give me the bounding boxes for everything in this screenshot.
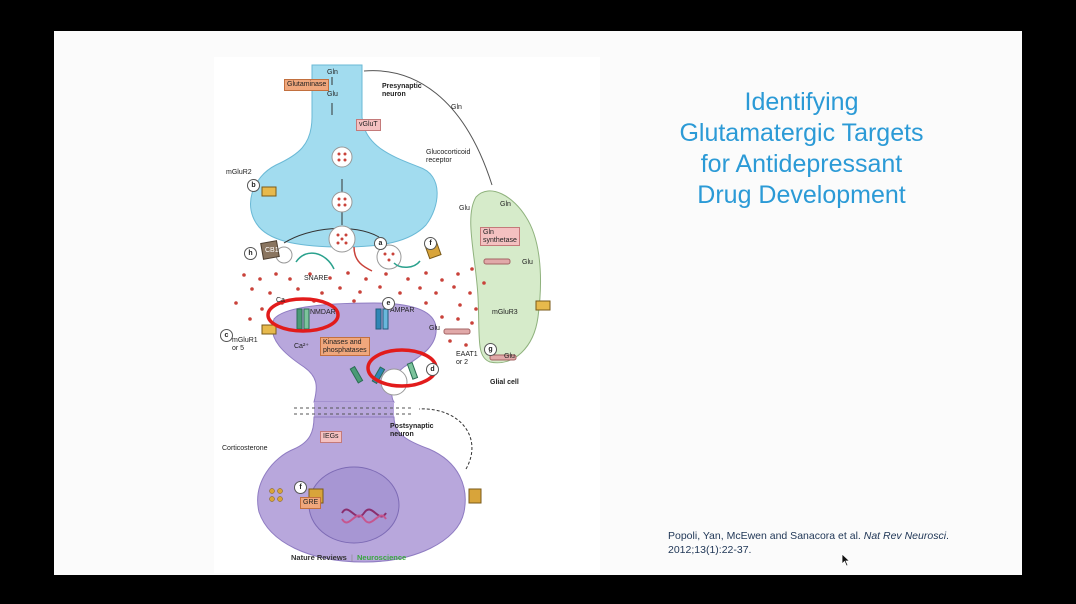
credit-publisher: Nature Reviews <box>291 553 347 562</box>
letter-h: h <box>244 247 257 260</box>
label-iegs: IEGs <box>320 431 342 443</box>
label-mglur3: mGluR3 <box>492 309 518 316</box>
label-kinases: Kinases and phosphatases <box>320 337 370 357</box>
citation-authors: Popoli, Yan, McEwen and Sanacora et al. <box>668 530 861 542</box>
label-postsynaptic-neuron: Postsynaptic neuron <box>390 423 434 438</box>
label-ca-top: Ca <box>276 297 285 304</box>
mouse-cursor-icon <box>841 553 851 567</box>
label-vglut: vGluT <box>356 119 381 131</box>
title-line-1: Identifying <box>744 88 859 116</box>
label-gre: GRE <box>300 497 322 509</box>
dendrite-shaft-shape <box>314 402 394 417</box>
label-glu-glial-2: Glu <box>504 353 515 360</box>
label-corticosterone: Corticosterone <box>222 445 268 452</box>
label-snare: SNARE <box>304 275 329 282</box>
nmda-receptor <box>296 308 310 330</box>
label-cb1: CB1 <box>265 247 279 254</box>
glutamate-dots <box>234 267 486 347</box>
label-nmdar: NMDAR <box>310 309 336 316</box>
cb1-shape <box>260 240 280 260</box>
synapse-diagram: Gln Glutaminase Glu Presynaptic neuron v… <box>214 57 600 573</box>
postsynaptic-receptors-d <box>349 361 419 385</box>
label-glu-cleft: Glu <box>459 205 470 212</box>
glu-transporters <box>443 258 517 361</box>
label-presynaptic-neuron: Presynaptic neuron <box>382 83 422 98</box>
label-glutaminase: Glutaminase <box>284 79 330 91</box>
citation: Popoli, Yan, McEwen and Sanacora et al. … <box>668 529 968 557</box>
letter-a: a <box>374 237 387 250</box>
label-ca-post: Ca²⁺ <box>294 343 309 350</box>
label-glu-pre: Glu <box>327 91 338 98</box>
letter-g: g <box>484 343 497 356</box>
label-eaat: EAAT1 or 2 <box>456 351 478 366</box>
letter-f: f <box>424 237 437 250</box>
label-glu-glial-1: Glu <box>522 259 533 266</box>
label-ampar: AMPAR <box>390 307 415 314</box>
synapse-diagram-svg <box>234 64 551 563</box>
label-mglur1: mGluR1 or 5 <box>232 337 258 352</box>
slide: Gln Glutaminase Glu Presynaptic neuron v… <box>54 31 1022 575</box>
citation-journal: Nat Rev Neurosci <box>863 530 947 542</box>
label-glucocorticoid-receptor: Glucocorticoid receptor <box>426 149 471 164</box>
letter-c: c <box>220 329 233 342</box>
label-mglur2: mGluR2 <box>226 169 252 176</box>
label-gln-glial: Gln <box>500 201 511 208</box>
letter-e: e <box>382 297 395 310</box>
label-gln-top: Gln <box>327 69 338 76</box>
letter-b: b <box>247 179 260 192</box>
label-glu-post: Glu <box>429 325 440 332</box>
nucleus-shape <box>308 466 400 544</box>
credit-separator: | <box>350 553 353 562</box>
label-glial-cell: Glial cell <box>490 379 519 386</box>
slide-title: Identifying Glutamatergic Targets for An… <box>664 87 939 211</box>
letter-d: d <box>426 363 439 376</box>
glial-cell-shape <box>470 190 542 364</box>
title-line-3: for Antidepressant <box>700 150 903 178</box>
label-gln-arrow: Gln <box>451 104 462 111</box>
title-line-4: Drug Development <box>697 181 906 209</box>
letter-f-lower: f <box>294 481 307 494</box>
mglur-receptors <box>261 186 551 335</box>
title-line-2: Glutamatergic Targets <box>679 119 924 147</box>
figure-credit: Nature Reviews | Neuroscience <box>291 553 406 562</box>
label-gln-synthetase: Gln synthetase <box>480 227 520 247</box>
credit-journal: Neuroscience <box>357 553 407 562</box>
citation-details: . 2012;13(1):22-37. <box>668 530 949 556</box>
highlight-circle-nmdar <box>266 297 340 333</box>
